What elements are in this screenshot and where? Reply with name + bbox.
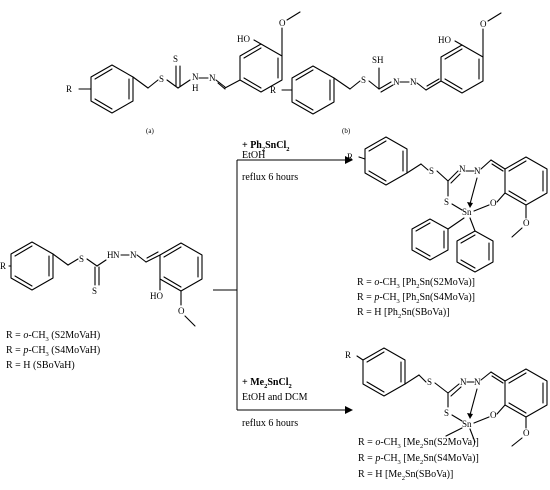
structure-b-thiol: R S SH N N HO O (b) bbox=[270, 12, 502, 135]
me-label-para: R = p-CH3 [Me2Sn(S4MoVa)] bbox=[358, 453, 479, 466]
hydroxyl-label: HO bbox=[150, 291, 163, 301]
thione-sulfur-atom: S bbox=[173, 54, 178, 64]
nitrogen-atom: N bbox=[209, 73, 216, 83]
hydrogen-atom: H bbox=[107, 250, 114, 260]
sulfur-atom: S bbox=[361, 75, 366, 85]
structure-a-thione: R S S N H N HO O (a) bbox=[66, 11, 301, 135]
reagent-ph2sncl2: + Ph2SnCl2 bbox=[242, 140, 290, 153]
hydroxyl-label: HO bbox=[237, 34, 250, 44]
top-reaction-conditions: + Ph2SnCl2 EtOH reflux 6 hours bbox=[242, 140, 298, 183]
me-label-h: R = H [Me2Sn(SBoVa)] bbox=[358, 469, 453, 482]
thione-sulfur-atom: S bbox=[92, 286, 97, 296]
solvent-top: EtOH bbox=[242, 150, 265, 161]
nitrogen-atom: N bbox=[474, 377, 481, 387]
starting-ligand: R S S H N N HO O R = o-CH3 (S2MoVaH) R =… bbox=[0, 241, 203, 371]
thiol-label: SH bbox=[372, 55, 384, 65]
nitrogen-atom: N bbox=[474, 166, 481, 176]
condition-top: reflux 6 hours bbox=[242, 172, 298, 183]
hydroxyl-label: HO bbox=[438, 35, 451, 45]
methoxy-oxygen: O bbox=[279, 18, 286, 28]
r-group-label: R bbox=[0, 261, 6, 271]
nitrogen-atom: N bbox=[459, 164, 466, 174]
nitrogen-atom: N bbox=[460, 377, 467, 387]
phenoxy-oxygen: O bbox=[490, 410, 497, 420]
ring-sulfur-atom: S bbox=[444, 408, 449, 418]
ring-sulfur-atom: S bbox=[444, 197, 449, 207]
methoxy-oxygen: O bbox=[523, 428, 530, 438]
ph-label-h: R = H [Ph2Sn(SBoVa)] bbox=[357, 307, 450, 320]
phenoxy-oxygen: O bbox=[490, 198, 497, 208]
nitrogen-atom: N bbox=[113, 250, 120, 260]
nitrogen-atom: N bbox=[192, 72, 199, 82]
r-group-label: R bbox=[345, 350, 351, 360]
ligand-label-para: R = p-CH3 (S4MoVaH) bbox=[6, 345, 100, 358]
sulfur-atom: S bbox=[79, 254, 84, 264]
r-group-label: R bbox=[270, 85, 276, 95]
product-me2sn-complex: R S N N S Sn O O R = o-CH3 [Me2Sn(S2MoVa bbox=[345, 347, 548, 482]
methoxy-oxygen: O bbox=[178, 306, 185, 316]
nitrogen-atom: N bbox=[410, 77, 417, 87]
me-label-ortho: R = o-CH3 [Me2Sn(S2MoVa)] bbox=[358, 437, 479, 450]
caption-a: (a) bbox=[146, 127, 154, 135]
reagent-me2sncl2: + Me2SnCl2 bbox=[242, 377, 292, 390]
ligand-label-ortho: R = o-CH3 (S2MoVaH) bbox=[6, 330, 100, 343]
caption-b: (b) bbox=[342, 127, 351, 135]
reaction-arrows bbox=[213, 156, 353, 414]
tin-atom: Sn bbox=[462, 207, 472, 217]
ph-label-ortho: R = o-CH3 [Ph2Sn(S2MoVa)] bbox=[357, 277, 475, 290]
ligand-label-h: R = H (SBoVaH) bbox=[6, 360, 75, 371]
nitrogen-atom: N bbox=[130, 250, 137, 260]
sulfur-atom: S bbox=[427, 377, 432, 387]
r-group-label: R bbox=[347, 152, 353, 162]
hydrogen-atom: H bbox=[192, 83, 199, 93]
sulfur-atom: S bbox=[159, 74, 164, 84]
methoxy-oxygen: O bbox=[480, 19, 487, 29]
ph-label-para: R = p-CH3 [Ph2Sn(S4MoVa)] bbox=[357, 292, 475, 305]
tin-atom: Sn bbox=[462, 419, 472, 429]
condition-bottom: reflux 6 hours bbox=[242, 418, 298, 429]
product-ph2sn-complex: R S N N S Sn O O bbox=[347, 136, 548, 320]
nitrogen-atom: N bbox=[393, 77, 400, 87]
sulfur-atom: S bbox=[429, 166, 434, 176]
methoxy-oxygen: O bbox=[523, 218, 530, 228]
solvent-bottom: EtOH and DCM bbox=[242, 392, 308, 403]
r-group-label: R bbox=[66, 84, 72, 94]
bottom-reaction-conditions: + Me2SnCl2 EtOH and DCM reflux 6 hours bbox=[242, 377, 308, 429]
